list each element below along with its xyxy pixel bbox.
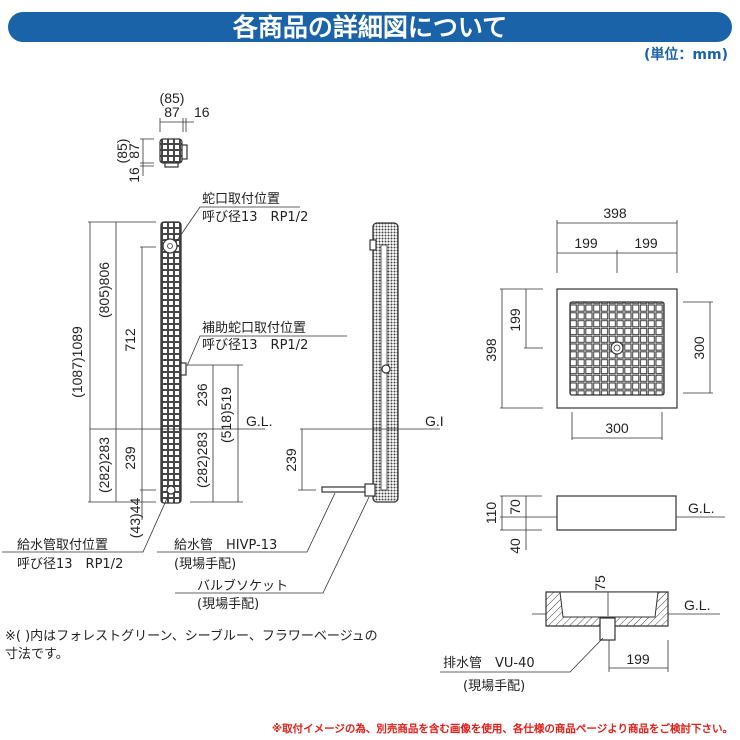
front-gl-label: G.L. [246,413,272,429]
pipe-label: 給水管 HIVP-13 [174,538,277,553]
plan-top-half-right: 199 [634,235,658,251]
elevation-h-below: 40 [507,538,523,554]
top-height: 87 [126,143,142,159]
plan-view: 398 199 199 398 199 300 300 [483,205,713,440]
drain-pipe [599,617,616,641]
plan-bottom-inner: 300 [605,420,629,436]
side-dim-239: 239 [283,448,299,472]
sub-faucet-mount [180,362,187,376]
socket-note: (現場手配) [197,597,259,612]
elevation-body [556,495,677,531]
footer-disclaimer: ※取付イメージの為、別売商品を含む画像を使用、各仕様の商品ページより商品をご検討… [272,722,733,735]
unit-label: (単位：mm) [644,46,728,63]
top-view: (85) 87 16 (85) 87 16 [114,90,210,183]
supply-spec: 呼び径13 RP1/2 [17,557,123,572]
section-view: 75 G.L. 199 排水管 VU-40 (現場手配) [440,575,720,694]
section-offset: 199 [626,651,650,667]
dim-806: (805)806 [96,262,112,318]
color-note-line-1: ※( )内はフォレストグリーン、シーブルー、フラワーベージュの [5,628,378,644]
color-note-line-2: 寸法です。 [5,647,69,662]
front-view: (1087)1089 (805)806 712 (282)283 239 (43… [2,192,347,572]
supply-label: 給水管取付位置 [17,538,108,553]
plan-top-total: 398 [603,205,627,221]
drain-label: 排水管 VU-40 [443,656,535,671]
top-view-body [159,138,183,164]
dim-236: 236 [194,383,210,407]
top-knob: 16 [194,104,210,120]
elevation-view: G.L. 110 70 40 [483,495,725,554]
dim-total-height: (1087)1089 [69,326,85,398]
top-height-paren: (85) [114,139,130,164]
plan-right-inner: 300 [691,336,707,360]
drain-note: (現場手配) [463,679,525,694]
header-banner: 各商品の詳細図について (単位：mm) [8,12,732,63]
dim-712: 712 [122,328,138,352]
plan-left-total: 398 [483,338,499,362]
drain-icon [610,341,624,355]
side-view: 239 G.I 給水管 HIVP-13 (現場手配) バルブソケット (現場手配… [157,222,444,612]
elevation-h-total: 110 [483,502,499,525]
dim-44: (43)44 [127,498,143,539]
elevation-h-above: 70 [507,499,523,515]
dim-239: 239 [122,446,138,470]
top-width: 87 [164,104,180,120]
valve-socket [364,483,376,497]
section-gl-label: G.L. [684,597,710,613]
sub-faucet-label: 補助蛇口取付位置 [202,321,306,336]
faucet-label: 蛇口取付位置 [202,192,280,207]
pipe-note: (現場手配) [174,557,236,572]
side-gl-label: G.I [425,413,444,429]
plan-left-half: 199 [507,308,523,332]
plan-top-half-left: 199 [574,235,598,251]
socket-label: バルブソケット [197,578,288,594]
supply-mount [166,485,176,495]
header-bar [8,12,732,42]
front-column [160,221,182,504]
faucet-spec: 呼び径13 RP1/2 [202,210,308,225]
section-depth: 75 [592,575,608,591]
supply-pipe [321,486,368,493]
dim-283-right: (282)283 [194,432,210,488]
top-height-knob: 16 [126,167,142,183]
top-width-paren: (85) [160,90,185,106]
faucet-mount [162,238,178,254]
sub-faucet-spec: 呼び径13 RP1/2 [202,338,308,353]
dim-283-left: (282)283 [96,437,112,493]
page-title: 各商品の詳細図について [232,13,507,42]
dim-519: (518)519 [218,387,234,443]
elevation-gl-label: G.L. [688,500,714,516]
